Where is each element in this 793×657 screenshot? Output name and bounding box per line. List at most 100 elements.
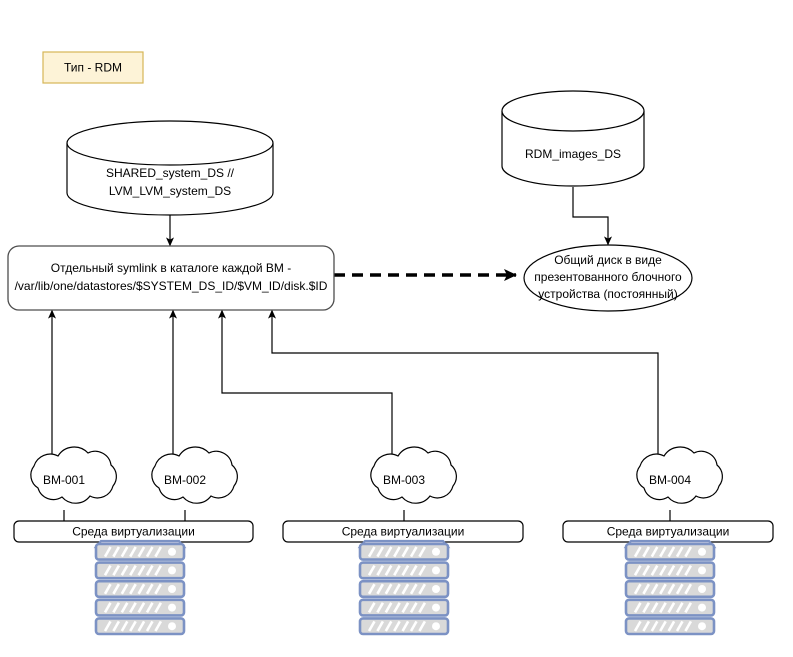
rack-vent-slash (418, 546, 427, 558)
rack-vent-slash (112, 546, 121, 558)
rack-vent-slash (401, 602, 410, 614)
rack-vent-slash (684, 564, 693, 576)
rack-status-led-icon (698, 622, 706, 631)
rack-vent-slash (367, 620, 376, 632)
rack-vent-slash (376, 583, 385, 595)
rack-vent-slash (137, 546, 146, 558)
rack-vent-slash (650, 620, 659, 632)
legend-box-background (42, 51, 144, 84)
symlink-node-box (7, 245, 335, 311)
shared-disk-label-line-1: Общий диск в виде (554, 253, 662, 267)
rack-vent-slash (103, 583, 112, 595)
rack-vent-slash (684, 583, 693, 595)
rack-status-led-icon (168, 622, 176, 631)
rack-vent-slash (384, 602, 393, 614)
rack-vent-slash (684, 620, 693, 632)
rack-vent-slash (154, 546, 163, 558)
vm-cloud-001: ВМ-001 (30, 446, 117, 504)
rack-vent-slash (642, 620, 651, 632)
rack-vent-slash (409, 583, 418, 595)
rack-unit (358, 561, 450, 580)
rdm-images-datastore-label: RDM_images_DS (525, 147, 621, 161)
system-datastore-cylinder: SHARED_system_DS // LVM_LVM_system_DS (66, 120, 274, 216)
shared-disk-node-ellipse (523, 244, 693, 312)
rack-vent-slash (129, 602, 137, 614)
rack-vent-slash (129, 620, 137, 632)
rack-vent-slash (642, 564, 651, 576)
symlink-node-label-line-2: /var/lib/one/datastores/$SYSTEM_DS_ID/$V… (15, 279, 328, 293)
rack-vent-slash (120, 620, 129, 632)
rack-vent-slash (650, 602, 659, 614)
rack-unit (94, 579, 186, 599)
vm-cloud-001-shape (30, 446, 117, 504)
server-rack-stack-2 (357, 539, 451, 636)
shared-disk-label-line-3: устройства (постоянный) (538, 287, 677, 301)
connector-vm-004-to-symlink (268, 309, 659, 458)
rack-vent-slash (367, 546, 376, 558)
rack-vent-slash (103, 546, 112, 558)
vm-cloud-003-shape (370, 446, 457, 504)
rack-vent-slash (401, 546, 410, 558)
rack-vent-slash (154, 602, 163, 614)
rack-vent-slash (650, 546, 659, 558)
rack-status-led-icon (432, 622, 440, 631)
rack-unit (624, 542, 716, 561)
rack-vent-slash (145, 564, 154, 576)
rack-vent-slash (684, 602, 693, 614)
rack-vent-slash (376, 546, 385, 558)
rack-vent-slash (129, 546, 137, 558)
legend-type-rdm: Тип - RDM (42, 51, 144, 84)
rack-vent-slash (642, 602, 651, 614)
rack-status-led-icon (432, 547, 440, 556)
rack-vent-slash (650, 583, 659, 595)
rack-vent-slash (103, 602, 112, 614)
vm-cloud-004-shape (636, 446, 723, 504)
host-bar-2: Среда виртуализации (282, 520, 524, 543)
rack-vent-slash (120, 583, 129, 595)
rack-unit (358, 579, 450, 599)
rack-vent-slash (684, 546, 693, 558)
rack-unit (624, 561, 716, 580)
rack-vent-slash (393, 583, 401, 595)
host-bar-1: Среда виртуализации (13, 520, 254, 543)
rack-vent-slash (367, 583, 376, 595)
rack-vent-slash (145, 620, 154, 632)
system-datastore-label-line-1: SHARED_system_DS // (106, 166, 235, 180)
rack-vent-slash (418, 583, 427, 595)
rack-unit (624, 617, 716, 636)
rack-vent-slash (129, 583, 137, 595)
vm-cloud-002-label: ВМ-002 (164, 473, 206, 487)
rack-vent-slash (675, 620, 684, 632)
rack-vent-slash (401, 564, 410, 576)
rack-vent-slash (137, 564, 146, 576)
rack-vent-slash (633, 620, 642, 632)
connector-vm-003-to-symlink (218, 309, 393, 458)
rack-vent-slash (367, 602, 376, 614)
rack-vent-slash (393, 564, 401, 576)
rack-vent-slash (667, 546, 676, 558)
rdm-images-datastore-cylinder-top-ellipse (501, 110, 645, 132)
vm-cloud-002: ВМ-002 (151, 446, 238, 504)
rack-vent-slash (154, 620, 163, 632)
vm-cloud-004-label: ВМ-004 (649, 473, 691, 487)
connector-rdm-ds-to-shared-disk (572, 187, 612, 246)
symlink-node: Отдельный symlink в каталоге каждой ВМ -… (7, 245, 335, 311)
host-bar-1-label: Среда виртуализации (72, 525, 195, 539)
system-datastore-cylinder-top-ellipse (66, 142, 274, 166)
rack-vent-slash (659, 564, 667, 576)
rack-unit (358, 598, 450, 617)
server-rack-stack-1 (93, 539, 187, 636)
rdm-images-datastore-cylinder: RDM_images_DS (501, 90, 645, 187)
rack-vent-slash (633, 602, 642, 614)
rack-vent-slash (667, 620, 676, 632)
rack-vent-slash (409, 602, 418, 614)
rack-vent-slash (376, 602, 385, 614)
rack-vent-slash (112, 620, 121, 632)
rack-vent-slash (642, 583, 651, 595)
rack-vent-slash (633, 564, 642, 576)
rack-unit (624, 579, 716, 599)
rack-vent-slash (633, 583, 642, 595)
rack-vent-slash (667, 564, 676, 576)
vm-cloud-002-shape (151, 446, 238, 504)
